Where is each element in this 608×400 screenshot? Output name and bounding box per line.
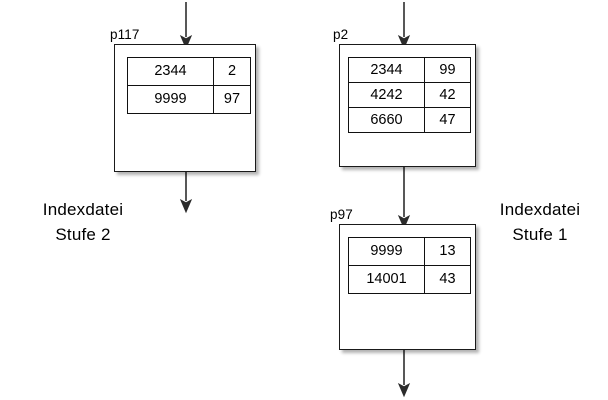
caption-left-level2: Indexdatei Stufe 2 bbox=[42, 200, 124, 244]
entry-value: 2 bbox=[213, 57, 251, 86]
entry-key: 9999 bbox=[348, 237, 425, 266]
node-label-p97: p97 bbox=[330, 207, 353, 222]
entry-value: 42 bbox=[424, 82, 471, 108]
entry-table-p97: 9999 13 14001 43 bbox=[348, 237, 471, 294]
entry-value: 99 bbox=[424, 57, 471, 83]
entry-key: 6660 bbox=[348, 107, 425, 133]
entry-table-p117: 2344 2 9999 97 bbox=[127, 57, 251, 114]
entry-key: 2344 bbox=[127, 57, 214, 86]
table-row: 9999 97 bbox=[127, 85, 251, 114]
node-label-p117: p117 bbox=[110, 27, 140, 42]
table-row: 2344 99 bbox=[348, 57, 471, 83]
table-row: 6660 47 bbox=[348, 107, 471, 133]
entry-value: 97 bbox=[213, 85, 251, 114]
table-row: 2344 2 bbox=[127, 57, 251, 86]
entry-value: 13 bbox=[424, 237, 471, 266]
entry-table-p2: 2344 99 4242 42 6660 47 bbox=[348, 57, 471, 133]
entry-key: 14001 bbox=[348, 265, 425, 294]
entry-key: 2344 bbox=[348, 57, 425, 83]
node-label-p2: p2 bbox=[333, 27, 349, 42]
entry-value: 47 bbox=[424, 107, 471, 133]
caption-right-level1: Indexdatei Stufe 1 bbox=[499, 200, 581, 244]
entry-key: 4242 bbox=[348, 82, 425, 108]
entry-key: 9999 bbox=[127, 85, 214, 114]
table-row: 14001 43 bbox=[348, 265, 471, 294]
table-row: 4242 42 bbox=[348, 82, 471, 108]
entry-value: 43 bbox=[424, 265, 471, 294]
table-row: 9999 13 bbox=[348, 237, 471, 266]
